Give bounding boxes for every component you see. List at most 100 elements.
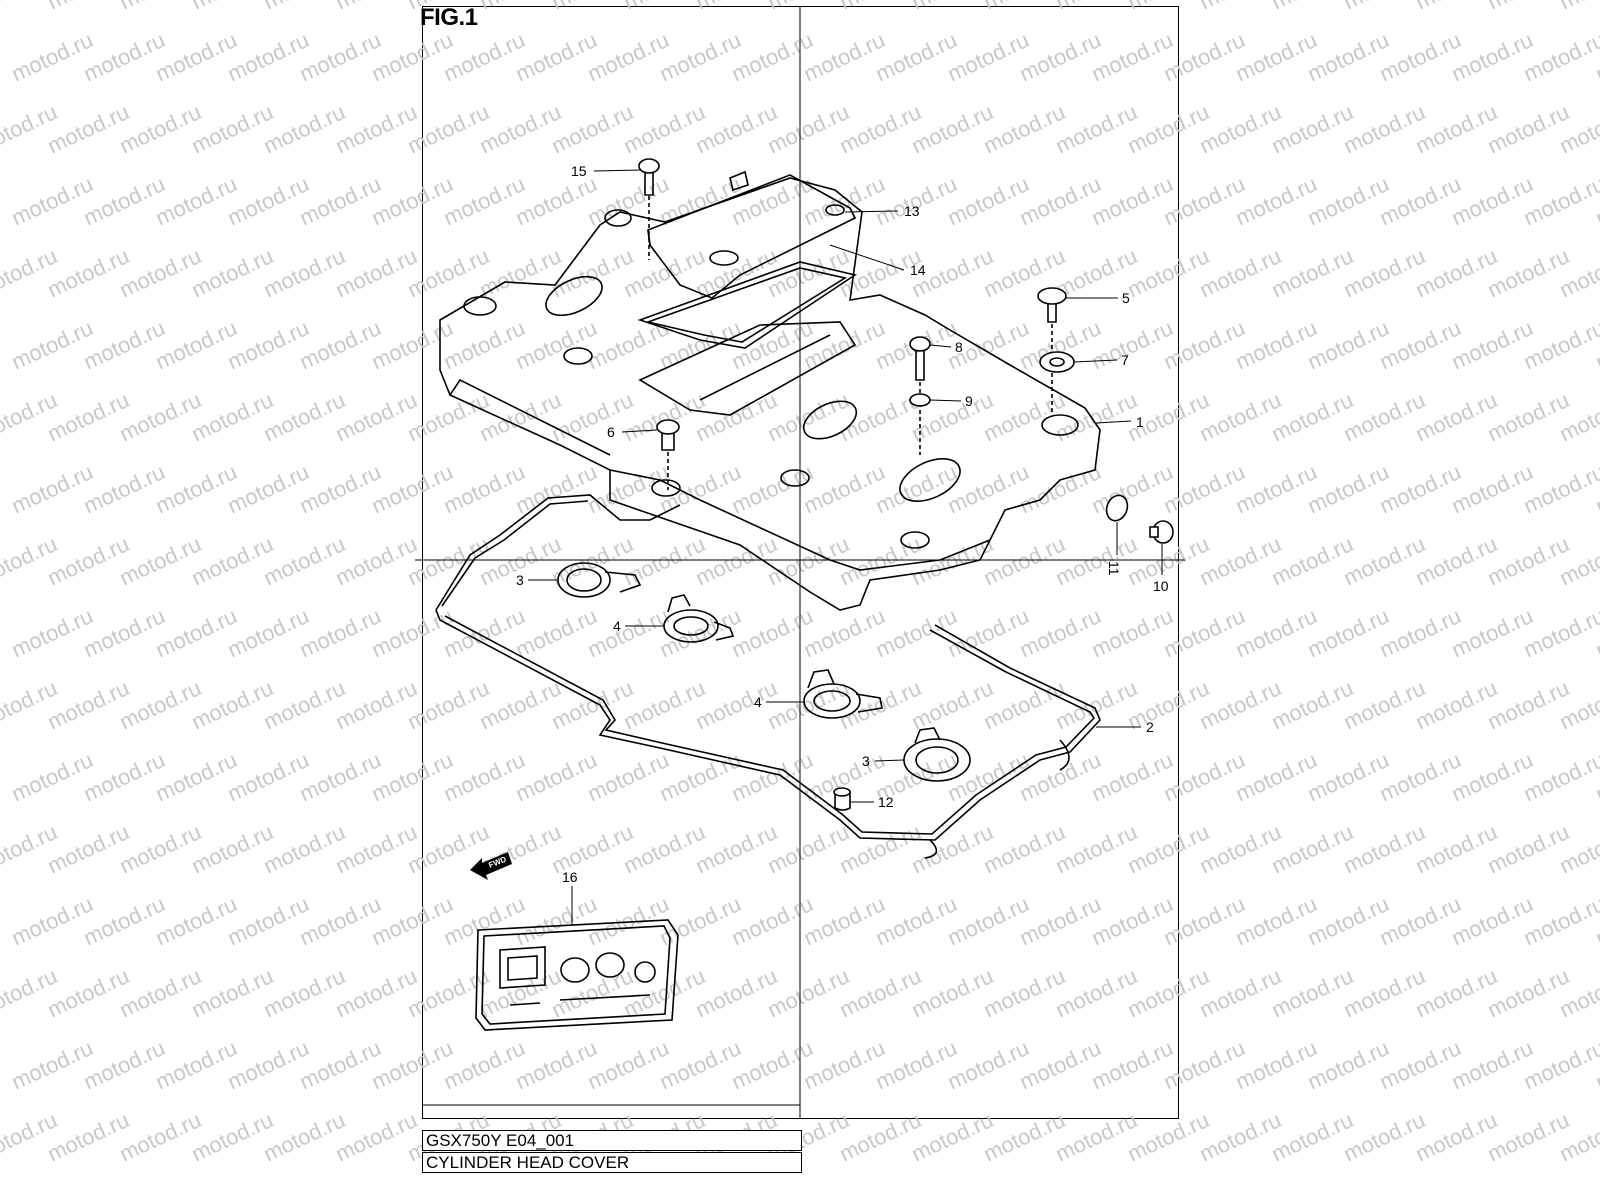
watermark-text: motod.ru [944,27,1033,86]
watermark-text: motod.ru [1340,243,1429,302]
watermark-text: motod.ru [1520,747,1600,806]
watermark-text: motod.ru [1340,963,1429,1022]
watermark-text: motod.ru [1484,819,1573,878]
watermark-text: motod.ru [656,747,745,806]
watermark-text: motod.ru [1160,747,1249,806]
watermark-text: motod.ru [1484,963,1573,1022]
watermark-text: motod.ru [1016,27,1105,86]
watermark-text: motod.ru [1268,819,1357,878]
callout-12: 12 [878,794,894,810]
watermark-text: motod.ru [1268,99,1357,158]
watermark-text: motod.ru [800,171,889,230]
watermark-text: motod.ru [1124,99,1213,158]
watermark-text: motod.ru [368,603,457,662]
watermark-text: motod.ru [296,459,385,518]
watermark-text: motod.ru [1268,1107,1357,1166]
watermark-text: motod.ru [152,603,241,662]
watermark-text: motod.ru [1052,99,1141,158]
watermark-text: motod.ru [512,1035,601,1094]
watermark-text: motod.ru [944,459,1033,518]
watermark-text: motod.ru [116,243,205,302]
watermark-text: motod.ru [332,243,421,302]
watermark-text: motod.ru [44,819,133,878]
watermark-text: motod.ru [584,27,673,86]
watermark-text: motod.ru [404,387,493,446]
callout-8: 8 [955,339,963,355]
callout-13: 13 [904,203,920,219]
watermark-text: motod.ru [1484,387,1573,446]
section-name: CYLINDER HEAD COVER [422,1152,802,1173]
watermark-text: motod.ru [1160,27,1249,86]
watermark-text: motod.ru [512,27,601,86]
watermark-text: motod.ru [296,27,385,86]
watermark-text: motod.ru [296,1035,385,1094]
watermark-text: motod.ru [512,891,601,950]
callout-10: 10 [1153,578,1169,594]
watermark-text: motod.ru [548,243,637,302]
callout-16: 16 [562,869,578,885]
watermark-text: motod.ru [764,819,853,878]
watermark-text: motod.ru [620,387,709,446]
watermark-text: motod.ru [440,315,529,374]
watermark-text: motod.ru [440,171,529,230]
watermark-text: motod.ru [116,819,205,878]
watermark-text: motod.ru [1376,27,1465,86]
watermark-text: motod.ru [332,1107,421,1166]
watermark-text: motod.ru [1232,171,1321,230]
watermark-text: motod.ru [1556,0,1600,15]
watermark-text: motod.ru [1520,459,1600,518]
watermark-text: motod.ru [1268,963,1357,1022]
watermark-text: motod.ru [1088,459,1177,518]
watermark-text: motod.ru [368,891,457,950]
watermark-text: motod.ru [80,459,169,518]
watermark-text: motod.ru [296,603,385,662]
watermark-text: motod.ru [1304,459,1393,518]
watermark-text: motod.ru [1304,603,1393,662]
watermark-text: motod.ru [1412,243,1501,302]
watermark-text: motod.ru [1016,171,1105,230]
watermark-text: motod.ru [1160,315,1249,374]
watermark-text: motod.ru [404,243,493,302]
watermark-text: motod.ru [152,171,241,230]
watermark-text: motod.ru [620,531,709,590]
watermark-text: motod.ru [476,963,565,1022]
watermark-text: motod.ru [728,27,817,86]
watermark-text: motod.ru [1412,1107,1501,1166]
watermark-text: motod.ru [944,891,1033,950]
watermark-text: motod.ru [152,459,241,518]
watermark-text: motod.ru [1448,27,1537,86]
watermark-text: motod.ru [728,891,817,950]
watermark-text: motod.ru [584,171,673,230]
watermark-text: motod.ru [1376,891,1465,950]
watermark-text: motod.ru [1484,531,1573,590]
watermark-text: motod.ru [476,387,565,446]
watermark-text: motod.ru [332,99,421,158]
watermark-text: motod.ru [1196,1107,1285,1166]
watermark-text: motod.ru [764,243,853,302]
watermark-text: motod.ru [1340,1107,1429,1166]
watermark-text: motod.ru [332,531,421,590]
watermark-text: motod.ru [1088,171,1177,230]
watermark-text: motod.ru [224,747,313,806]
watermark-text: motod.ru [1232,1035,1321,1094]
watermark-text: motod.ru [152,27,241,86]
watermark-text: motod.ru [116,963,205,1022]
watermark-text: motod.ru [512,459,601,518]
watermark-text: motod.ru [1088,315,1177,374]
watermark-text: motod.ru [188,243,277,302]
watermark-text: motod.ru [584,603,673,662]
watermark-text: motod.ru [1520,891,1600,950]
watermark-text: motod.ru [224,459,313,518]
watermark-text: motod.ru [1160,1035,1249,1094]
watermark-text: motod.ru [368,27,457,86]
callout-1: 1 [1136,414,1144,430]
watermark-text: motod.ru [728,603,817,662]
plug-hole-seals-drawing [557,562,971,782]
watermark-text: motod.ru [1160,171,1249,230]
watermark-text: motod.ru [404,99,493,158]
watermark-text: motod.ru [944,171,1033,230]
watermark-text: motod.ru [1304,27,1393,86]
watermark-text: motod.ru [80,891,169,950]
watermark-text: motod.ru [1124,675,1213,734]
